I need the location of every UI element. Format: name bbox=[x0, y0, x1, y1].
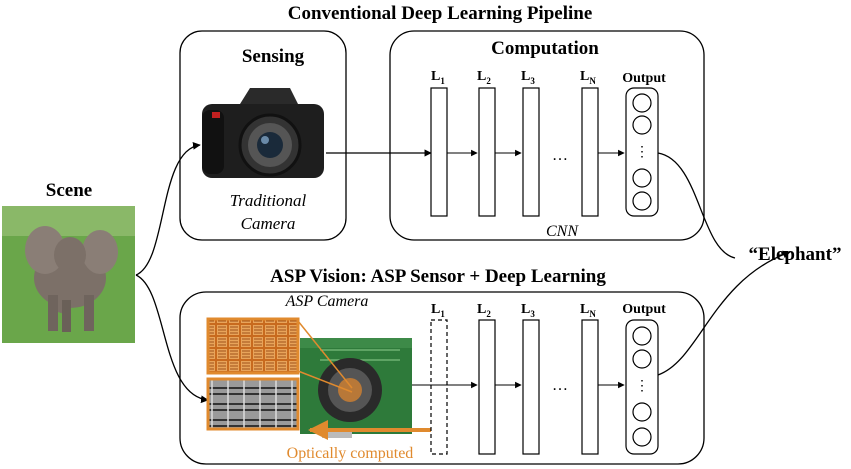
bottom-output-node bbox=[632, 326, 652, 346]
sensing-caption-2: Camera bbox=[241, 214, 296, 233]
bottom-layer-label-3: L3 bbox=[521, 302, 535, 319]
bottom-output-node bbox=[632, 349, 652, 369]
output-label: “Elephant” bbox=[749, 244, 842, 265]
sensor-pixel-zoom-inset bbox=[206, 317, 300, 375]
bottom-output-node bbox=[632, 427, 652, 447]
top-output-node bbox=[632, 93, 652, 113]
sensing-caption-1: Traditional bbox=[230, 191, 307, 210]
top-to-label-arrow bbox=[657, 152, 736, 259]
sensing-box bbox=[179, 30, 347, 241]
asp-sensor-board-icon bbox=[300, 338, 412, 438]
bottom-layer-label-1: L1 bbox=[431, 302, 445, 319]
inset-connector bbox=[297, 320, 353, 389]
dslr-camera-icon bbox=[202, 88, 324, 178]
top-layer-label-1: L1 bbox=[431, 69, 445, 86]
bottom-title: ASP Vision: ASP Sensor + Deep Learning bbox=[270, 266, 606, 287]
top-output-node bbox=[632, 191, 652, 211]
top-layer-2 bbox=[478, 87, 496, 217]
optically-computed-label: Optically computed bbox=[287, 445, 414, 462]
bottom-layer-label-n: LN bbox=[580, 302, 596, 319]
top-title: Conventional Deep Learning Pipeline bbox=[288, 3, 593, 24]
bottom-layer-2 bbox=[478, 319, 496, 455]
bottom-output-title: Output bbox=[622, 302, 666, 317]
top-output-node bbox=[632, 168, 652, 188]
bottom-layer-n bbox=[581, 319, 599, 455]
bottom-output-layer bbox=[625, 319, 659, 455]
elephant-photo bbox=[2, 206, 135, 343]
bottom-output-vdots: ⋮ bbox=[635, 379, 649, 394]
scene-to-camera-arrow bbox=[135, 141, 201, 276]
asp-camera-caption: ASP Camera bbox=[285, 293, 369, 310]
top-layer-label-3: L3 bbox=[521, 69, 535, 86]
top-ellipsis: … bbox=[552, 147, 568, 164]
scene-to-asp-arrow bbox=[135, 274, 209, 404]
computation-box bbox=[389, 30, 705, 241]
sensing-title: Sensing bbox=[242, 46, 305, 67]
top-output-vdots: ⋮ bbox=[635, 145, 649, 160]
scene-label: Scene bbox=[46, 180, 92, 201]
computation-title: Computation bbox=[491, 38, 599, 59]
cnn-caption: CNN bbox=[546, 223, 579, 240]
inset-connector bbox=[297, 370, 353, 393]
bottom-ellipsis: … bbox=[552, 377, 568, 394]
bottom-layer-3 bbox=[522, 319, 540, 455]
top-output-title: Output bbox=[622, 71, 666, 86]
bottom-to-label-arrow bbox=[657, 250, 791, 376]
bottom-layer-label-2: L2 bbox=[477, 302, 491, 319]
top-layer-label-2: L2 bbox=[477, 69, 491, 86]
bottom-layer-1-optical bbox=[430, 319, 448, 455]
bottom-output-node bbox=[632, 402, 652, 422]
top-output-node bbox=[632, 115, 652, 135]
top-layer-n bbox=[581, 87, 599, 217]
top-layer-3 bbox=[522, 87, 540, 217]
asp-vision-box bbox=[179, 291, 705, 465]
gabor-filter-zoom-inset bbox=[206, 377, 300, 431]
top-layer-1 bbox=[430, 87, 448, 217]
top-layer-label-n: LN bbox=[580, 69, 596, 86]
